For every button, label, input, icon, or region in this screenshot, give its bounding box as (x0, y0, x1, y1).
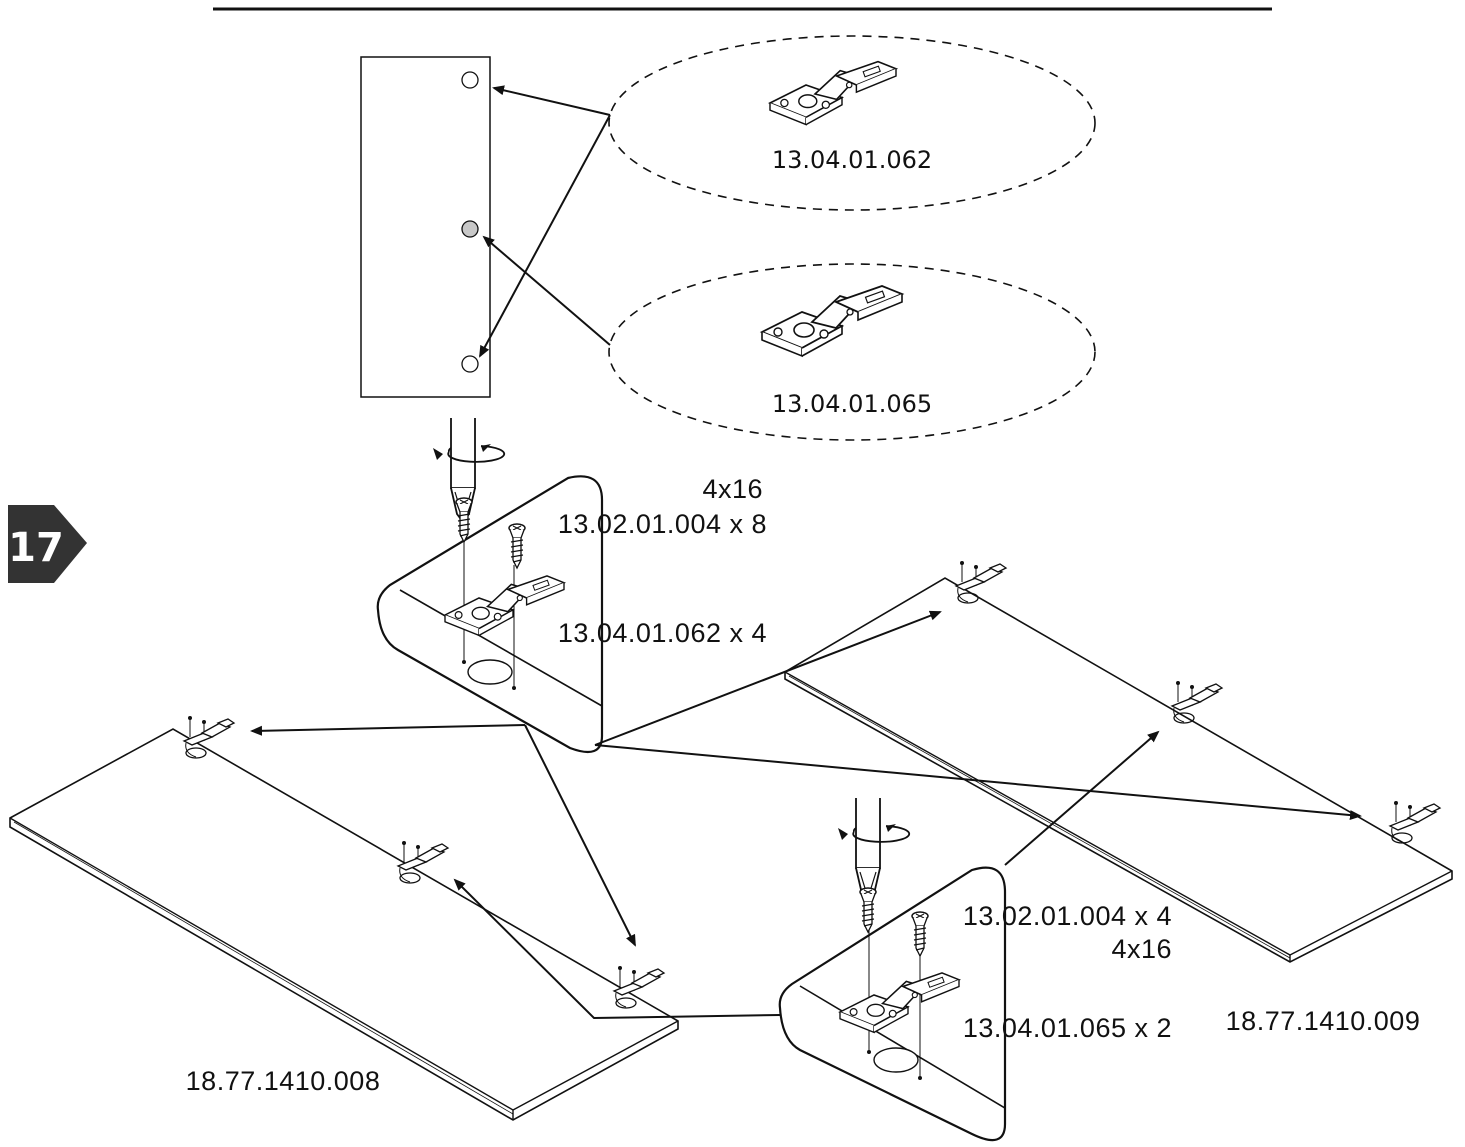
arrow-upper-to-right-bottom (594, 744, 1362, 821)
arrow-lower-to-right-middle (1004, 730, 1160, 866)
callout-hinge-b: 13.04.01.065 (608, 263, 1096, 441)
hinge-icon (761, 285, 903, 357)
arrow-upper-to-left-bottom (524, 724, 636, 947)
hinge-hole-top (461, 71, 479, 89)
arrow-lower-to-left-middle (453, 878, 781, 1020)
lower-hinge-code-qty: 13.04.01.065 x 2 (963, 1013, 1172, 1043)
screw-icon (455, 497, 473, 543)
step-number: 17 (8, 525, 64, 571)
upper-hinge-code-qty: 13.04.01.062 x 4 (558, 618, 767, 648)
hinge-a-code: 13.04.01.062 (772, 146, 932, 174)
arrow-a-to-bottom-hole (479, 114, 611, 358)
upper-screw-size: 4x16 (702, 474, 763, 504)
hinge-icon (1389, 800, 1441, 844)
step-badge: 17 (8, 505, 87, 583)
hinge-hole-middle (461, 220, 479, 238)
hinge-icon (769, 60, 897, 126)
arrow-a-to-top-hole (492, 85, 611, 116)
arrow-b-to-middle-hole (482, 235, 611, 346)
upper-screw-code-qty: 13.02.01.004 x 8 (558, 509, 767, 539)
panel-right-code: 18.77.1410.009 (1226, 1006, 1421, 1036)
detail-upper: 4x16 13.02.01.004 x 8 13.04.01.062 x 4 (376, 417, 767, 754)
detail-lower: 13.02.01.004 x 4 4x16 13.04.01.065 x 2 (778, 797, 1172, 1142)
door-panel-elevation (360, 56, 491, 398)
panel-left: 18.77.1410.008 (9, 715, 679, 1121)
lower-screw-size: 4x16 (1111, 934, 1172, 964)
callout-hinge-a: 13.04.01.062 (608, 35, 1096, 211)
hinge-hole-bottom (461, 355, 479, 373)
screw-icon (859, 887, 877, 933)
screwdriver-icon (837, 797, 911, 903)
lower-screw-code-qty: 13.02.01.004 x 4 (963, 901, 1172, 931)
panel-right: 18.77.1410.009 (784, 560, 1453, 1036)
hinge-b-code: 13.04.01.065 (772, 390, 932, 418)
arrow-upper-to-right-top (594, 610, 942, 746)
arrow-upper-to-left-top (250, 724, 526, 736)
panel-left-code: 18.77.1410.008 (186, 1066, 381, 1096)
